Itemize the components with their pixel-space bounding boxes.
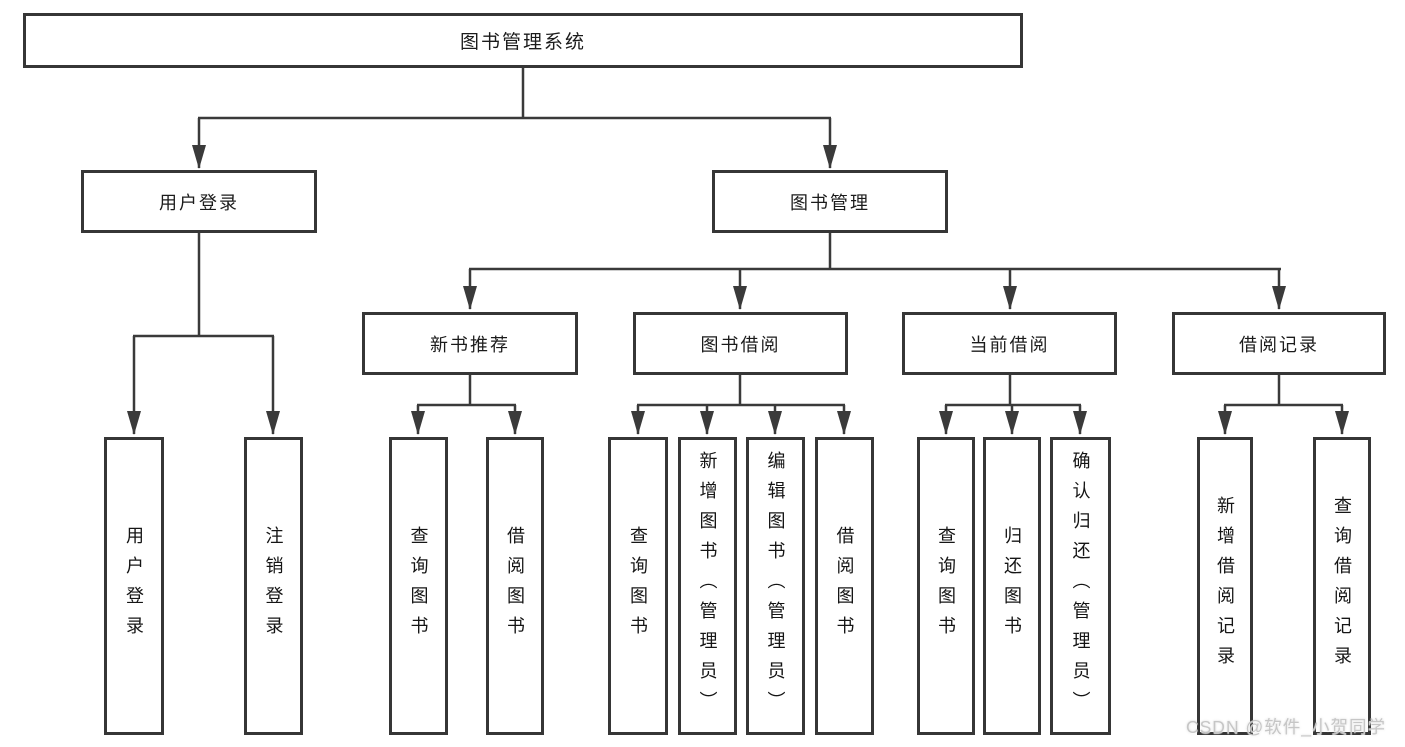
leaf-add-borrow-record: 新增借阅记录 xyxy=(1197,437,1253,735)
leaf-user-login-label: 用户登录 xyxy=(124,526,144,646)
leaf-borrow-books-recommend-label: 借阅图书 xyxy=(505,526,525,646)
node-new-book-recommend: 新书推荐 xyxy=(362,312,578,375)
leaf-add-borrow-record-label: 新增借阅记录 xyxy=(1215,496,1235,676)
leaf-edit-books-admin: 编辑图书（管理员） xyxy=(746,437,805,735)
leaf-query-borrow-record-label: 查询借阅记录 xyxy=(1332,496,1352,676)
node-borrow-records: 借阅记录 xyxy=(1172,312,1386,375)
leaf-logout-label: 注销登录 xyxy=(263,526,284,646)
leaf-add-books-admin: 新增图书（管理员） xyxy=(678,437,737,735)
leaf-query-books-recommend-label: 查询图书 xyxy=(408,526,429,646)
connector-current-to-leaves xyxy=(939,375,1087,435)
leaf-user-login: 用户登录 xyxy=(104,437,164,735)
leaf-borrow-books: 借阅图书 xyxy=(815,437,874,735)
connector-mgmt-to-level3 xyxy=(463,233,1286,310)
node-current-borrow: 当前借阅 xyxy=(902,312,1117,375)
leaf-query-books-current-label: 查询图书 xyxy=(936,526,956,646)
leaf-logout: 注销登录 xyxy=(244,437,303,735)
connector-recommend-to-leaves xyxy=(411,375,522,435)
leaf-query-books-borrow: 查询图书 xyxy=(608,437,668,735)
leaf-query-books-borrow-label: 查询图书 xyxy=(628,526,648,646)
leaf-query-borrow-record: 查询借阅记录 xyxy=(1313,437,1371,735)
leaf-borrow-books-label: 借阅图书 xyxy=(834,526,855,646)
node-user-login: 用户登录 xyxy=(81,170,317,233)
connector-records-to-leaves xyxy=(1218,375,1349,435)
node-book-borrow: 图书借阅 xyxy=(633,312,848,375)
leaf-add-books-admin-label: 新增图书（管理员） xyxy=(697,451,718,721)
connector-root-to-level2 xyxy=(192,68,837,169)
leaf-edit-books-admin-label: 编辑图书（管理员） xyxy=(765,451,786,721)
leaf-borrow-books-recommend: 借阅图书 xyxy=(486,437,544,735)
csdn-watermark: CSDN @软件_小贺同学 xyxy=(1186,717,1386,737)
leaf-query-books-recommend: 查询图书 xyxy=(389,437,448,735)
leaf-query-books-current: 查询图书 xyxy=(917,437,975,735)
leaf-confirm-return-admin: 确认归还（管理员） xyxy=(1050,437,1111,735)
leaf-return-books-label: 归还图书 xyxy=(1002,526,1022,646)
node-book-management: 图书管理 xyxy=(712,170,948,233)
leaf-return-books: 归还图书 xyxy=(983,437,1041,735)
connector-borrow-to-leaves xyxy=(631,375,851,435)
node-library-system: 图书管理系统 xyxy=(23,13,1023,68)
leaf-confirm-return-admin-label: 确认归还（管理员） xyxy=(1070,451,1091,721)
connector-login-to-leaves xyxy=(127,233,280,435)
